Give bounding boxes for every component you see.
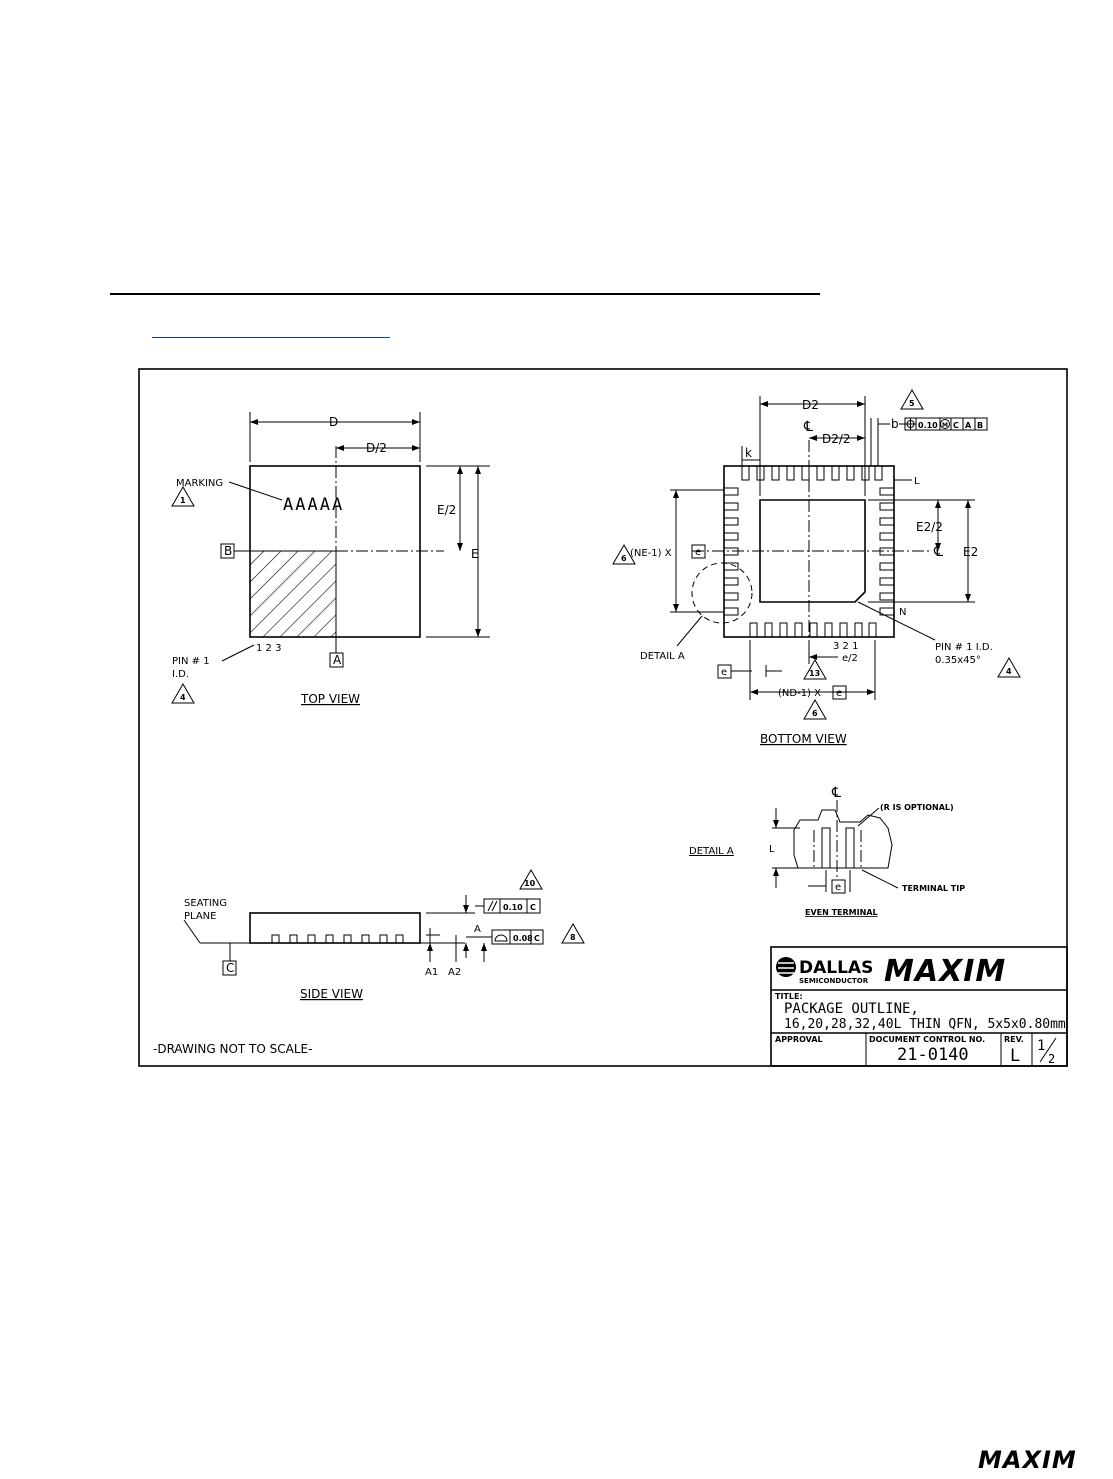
doc-control-no: 21-0140: [897, 1045, 969, 1065]
marking-note: 1: [180, 496, 186, 505]
dim-d: D: [329, 415, 338, 429]
marking-chars: AAAAA: [283, 495, 344, 515]
note-6-bottom: 6: [812, 709, 818, 718]
header-rule: [110, 293, 820, 295]
bottom-centerline-top: ℄: [803, 419, 813, 435]
detail-e-box: e: [835, 882, 841, 893]
dim-e2-half: E2/2: [916, 520, 943, 534]
detail-centerline: ℄: [831, 785, 841, 801]
terminal-tip: TERMINAL TIP: [902, 884, 965, 893]
title-line1: PACKAGE OUTLINE,: [784, 1001, 919, 1017]
dim-b: b: [891, 417, 899, 431]
e-box-left: e: [721, 667, 727, 678]
detail-dim-l: L: [769, 844, 775, 855]
nd-label: (ND-1) X: [778, 688, 821, 699]
parallelism-frame: [483, 898, 541, 914]
dim-d-half: D/2: [366, 441, 387, 455]
detail-a-label: DETAIL A: [689, 846, 734, 857]
nd-e-box: e: [836, 688, 842, 699]
dallas-line1: DALLAS: [799, 958, 873, 978]
datum-c: C: [226, 961, 234, 975]
flatness-frame: [491, 929, 544, 945]
sheet-den: 2: [1048, 1052, 1055, 1066]
side-view: SEATING PLANE C 10 0.10 C A 0.08 C 8: [183, 869, 585, 1001]
footer-maxim-logo: MAXIM: [978, 1446, 1077, 1474]
parallel-tol: 0.10: [503, 903, 523, 912]
bottom-pin1-note: 4: [1006, 667, 1012, 676]
dallas-line2: SEMICONDUCTOR: [799, 977, 869, 985]
detail-package-outline: [793, 809, 893, 869]
bottom-pin1-line1: PIN # 1 I.D.: [935, 642, 993, 653]
detail-a-view: DETAIL A ℄ (R IS OPTIONAL) L e TERMINAL …: [689, 785, 965, 917]
approval-label: APPROVAL: [775, 1035, 823, 1044]
bottom-centerline-right: ℄: [933, 544, 943, 560]
dim-l: L: [914, 476, 920, 487]
top-pin1-line2: I.D.: [172, 669, 189, 680]
exposed-pad: [759, 499, 866, 603]
dim-d2-half: D2/2: [822, 432, 851, 446]
top-view-caption: TOP VIEW: [300, 692, 360, 706]
marking-label: MARKING: [176, 478, 223, 489]
title-label: TITLE:: [775, 992, 803, 1001]
title-line2: 16,20,28,32,40L THIN QFN, 5x5x0.80mm: [784, 1017, 1066, 1032]
top-pin1-line1: PIN # 1: [172, 656, 210, 667]
ne-e-box: e: [695, 547, 701, 558]
side-view-body: [249, 912, 421, 944]
sheet-num: 1: [1037, 1038, 1045, 1054]
dim-e: E: [471, 547, 479, 561]
note-6-left: 6: [621, 554, 627, 563]
drawing-frame: [138, 368, 1068, 1067]
ne-label: (NE-1) X: [630, 548, 672, 559]
dim-k: k: [745, 446, 752, 460]
detail-a-circle: [691, 562, 753, 624]
dim-e-half: E/2: [437, 503, 456, 517]
seating-line2: PLANE: [184, 911, 216, 922]
bottom-pin1-line2: 0.35x45°: [935, 655, 981, 666]
note-5: 5: [909, 399, 915, 408]
side-view-caption: SIDE VIEW: [300, 987, 363, 1001]
bottom-pin-numbers: 3 2 1: [833, 641, 858, 652]
tol-datum-c: C: [953, 421, 959, 430]
dim-a2: A2: [448, 967, 461, 978]
tol-datum-b: B: [977, 421, 983, 430]
dim-d2: D2: [802, 398, 819, 412]
dim-n: N: [899, 607, 906, 618]
flat-datum: C: [534, 934, 540, 943]
dim-e-half: e/2: [842, 653, 858, 664]
datum-b: B: [224, 544, 232, 558]
title-block: DALLAS SEMICONDUCTOR MAXIM TITLE: PACKAG…: [770, 946, 1068, 1067]
note-10: 10: [524, 879, 536, 888]
detail-caption: EVEN TERMINAL: [805, 908, 878, 917]
top-pin-numbers: 1 2 3: [256, 643, 281, 654]
dim-e2: E2: [963, 545, 978, 559]
top-pin1-note: 4: [180, 693, 186, 702]
r-optional: (R IS OPTIONAL): [880, 803, 954, 812]
top-view-hatch: [249, 550, 337, 638]
rev-label: REV.: [1004, 1035, 1024, 1044]
scale-note: -DRAWING NOT TO SCALE-: [153, 1042, 312, 1056]
seating-line1: SEATING: [184, 898, 227, 909]
note-8: 8: [570, 933, 576, 942]
dallas-logo-mark: [776, 957, 796, 977]
doc-control-label: DOCUMENT CONTROL NO.: [869, 1035, 985, 1044]
maxim-logo: MAXIM: [884, 954, 1006, 989]
bottom-view: D2 ℄ D2/2 k 5 b 0.10 M C A B: [612, 389, 1021, 746]
tol-mmc: M: [942, 422, 948, 429]
datum-a: A: [333, 653, 342, 667]
tol-datum-a: A: [965, 421, 972, 430]
bottom-detail-a: DETAIL A: [640, 651, 685, 662]
top-view: D D/2 E/2 E MARKING 1 AAAAA B A 1 2 3 PI…: [171, 412, 490, 706]
rev-value: L: [1010, 1046, 1020, 1066]
bottom-view-caption: BOTTOM VIEW: [760, 732, 847, 746]
tol-value: 0.10: [918, 421, 938, 430]
parallel-datum: C: [530, 903, 536, 912]
dim-a: A: [474, 924, 481, 935]
dim-a1: A1: [425, 967, 438, 978]
note-13: 13: [809, 669, 820, 678]
link-underline: [152, 337, 390, 338]
flat-tol: 0.08: [513, 934, 533, 943]
